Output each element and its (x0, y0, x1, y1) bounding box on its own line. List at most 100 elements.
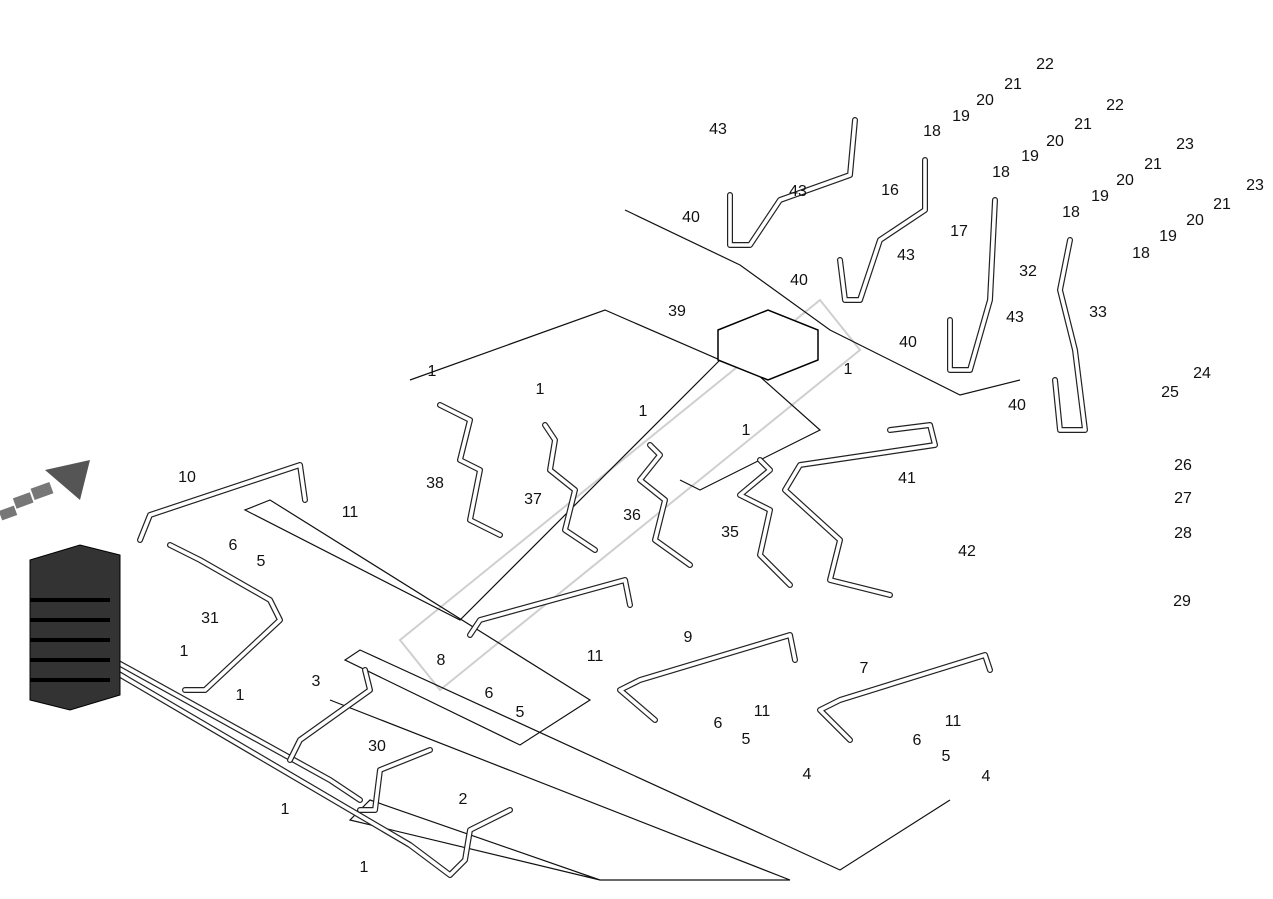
pipes (92, 117, 1088, 878)
callout-1: 1 (281, 801, 290, 818)
valve-block-39 (717, 309, 819, 381)
callout-23: 23 (1176, 136, 1194, 153)
callout-19: 19 (952, 108, 970, 125)
callout-27: 27 (1174, 490, 1192, 507)
callout-29: 29 (1173, 593, 1191, 610)
callout-20: 20 (1186, 212, 1204, 229)
callout-17: 17 (950, 223, 968, 240)
callout-1: 1 (180, 643, 189, 660)
callout-18: 18 (1062, 204, 1080, 221)
pipe (93, 648, 362, 802)
callout-21: 21 (1004, 76, 1022, 93)
watermark (398, 298, 862, 692)
callout-21: 21 (1074, 116, 1092, 133)
callout-5: 5 (942, 748, 951, 765)
callout-19: 19 (1091, 188, 1109, 205)
callout-2: 2 (459, 791, 468, 808)
callout-1: 1 (742, 422, 751, 439)
callout-24: 24 (1193, 365, 1211, 382)
callout-25: 25 (1161, 384, 1179, 401)
callout-6: 6 (485, 685, 494, 702)
pipe (467, 577, 633, 638)
pipe (738, 458, 792, 587)
callout-20: 20 (1116, 172, 1134, 189)
assembly-outlines (243, 209, 1021, 881)
pipe (93, 658, 512, 877)
callout-38: 38 (426, 475, 444, 492)
callout-11: 11 (587, 648, 604, 665)
callout-33: 33 (1089, 304, 1107, 321)
callout-41: 41 (898, 470, 916, 487)
callout-11: 11 (945, 713, 962, 730)
pipe (137, 462, 308, 543)
callout-43: 43 (1006, 309, 1024, 326)
arrow-icon (0, 460, 90, 521)
callout-21: 21 (1144, 156, 1162, 173)
callout-32: 32 (1019, 263, 1037, 280)
callout-4: 4 (982, 768, 991, 785)
callout-35: 35 (721, 524, 739, 541)
pipe (543, 423, 597, 552)
callout-11: 11 (754, 703, 771, 720)
callout-40: 40 (790, 272, 808, 289)
pipe (468, 578, 632, 637)
callout-21: 21 (1213, 196, 1231, 213)
pipe (818, 653, 992, 742)
pipe (948, 198, 997, 372)
pipe (438, 403, 502, 537)
callout-3: 3 (312, 673, 321, 690)
callout-6: 6 (913, 732, 922, 749)
pipe (638, 443, 692, 567)
callout-40: 40 (899, 334, 917, 351)
callout-4: 4 (803, 766, 812, 783)
pipe (138, 463, 307, 542)
callout-23: 23 (1246, 177, 1264, 194)
callout-43: 43 (897, 247, 915, 264)
callout-40: 40 (682, 209, 700, 226)
pipe (357, 747, 433, 813)
callout-9: 9 (684, 629, 693, 646)
pipe (168, 543, 282, 692)
callout-18: 18 (992, 164, 1010, 181)
pipe (1053, 238, 1087, 432)
callout-5: 5 (257, 553, 266, 570)
callout-1: 1 (639, 403, 648, 420)
pipe (287, 667, 373, 763)
callout-26: 26 (1174, 457, 1192, 474)
pipe (783, 423, 937, 597)
callout-22: 22 (1036, 56, 1054, 73)
callout-19: 19 (1159, 228, 1177, 245)
callout-18: 18 (1132, 245, 1150, 262)
pipe (737, 457, 793, 588)
pipe (838, 158, 927, 302)
callout-19: 19 (1021, 148, 1039, 165)
callout-31: 31 (201, 610, 219, 627)
callout-43: 43 (709, 121, 727, 138)
callout-1: 1 (536, 381, 545, 398)
callout-7: 7 (860, 660, 869, 677)
control-valve (29, 544, 121, 711)
callout-6: 6 (714, 715, 723, 732)
callout-28: 28 (1174, 525, 1192, 542)
callout-10: 10 (178, 469, 196, 486)
callout-11: 11 (342, 504, 359, 521)
pipe (618, 633, 797, 722)
callout-18: 18 (923, 123, 941, 140)
callout-20: 20 (976, 92, 994, 109)
callout-36: 36 (623, 507, 641, 524)
pipe (728, 118, 857, 247)
callouts: 2221201918222120191823212019182321201918… (178, 56, 1264, 876)
callout-5: 5 (742, 731, 751, 748)
callout-1: 1 (360, 859, 369, 876)
callout-1: 1 (236, 687, 245, 704)
callout-22: 22 (1106, 97, 1124, 114)
pipe (358, 748, 432, 812)
callout-5: 5 (516, 704, 525, 721)
callout-16: 16 (881, 182, 899, 199)
pipe (837, 157, 928, 303)
pipe (288, 668, 372, 762)
callout-30: 30 (368, 738, 386, 755)
callout-6: 6 (229, 537, 238, 554)
